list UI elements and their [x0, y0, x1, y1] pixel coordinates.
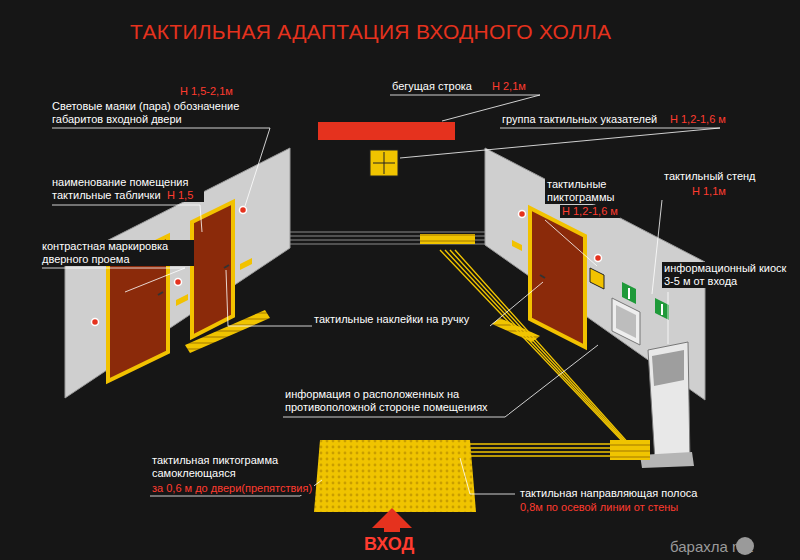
callout-text: тактильные пиктограммы — [545, 178, 629, 204]
entrance-label: ВХОД — [362, 534, 416, 554]
callout-text: бегущая строка — [390, 80, 474, 93]
callout-text: Световые маяки (пара) обозначение габари… — [50, 100, 254, 126]
height-value: Н 2,1м — [490, 80, 528, 93]
distance-value: за 0,6 м до двери(препятствия) — [150, 482, 314, 495]
height-value: Н 1,5-2,1м — [178, 85, 235, 98]
height-value: Н 1,5 — [165, 189, 195, 202]
callout-text: контрастная маркировка дверного проема — [40, 240, 194, 266]
callout-text: тактильный стенд — [662, 170, 758, 183]
height-value: Н 1,1м — [690, 185, 728, 198]
height-value: Н 1,2-1,6 м — [668, 113, 728, 126]
height-value: Н 1,2-1,6 м — [560, 205, 620, 218]
callout-text: тактильная направляющая полоса — [518, 487, 699, 500]
callout-text: группа тактильных указателей — [500, 113, 659, 126]
callout-text: тактильные наклейки на ручку — [312, 313, 471, 326]
callout-text: информация о расположенных на противопол… — [283, 388, 509, 414]
title: ТАКТИЛЬНАЯ АДАПТАЦИЯ ВХОДНОГО ХОЛЛА — [130, 20, 611, 44]
callout-text: тактильная пиктограмма самоклеющаяся — [150, 454, 304, 480]
callout-text: информационный киоск 3-5 м от входа — [662, 262, 796, 288]
watermark: барахла net — [668, 538, 755, 555]
distance-value: 0,8м по осевой линии от стены — [518, 501, 680, 514]
